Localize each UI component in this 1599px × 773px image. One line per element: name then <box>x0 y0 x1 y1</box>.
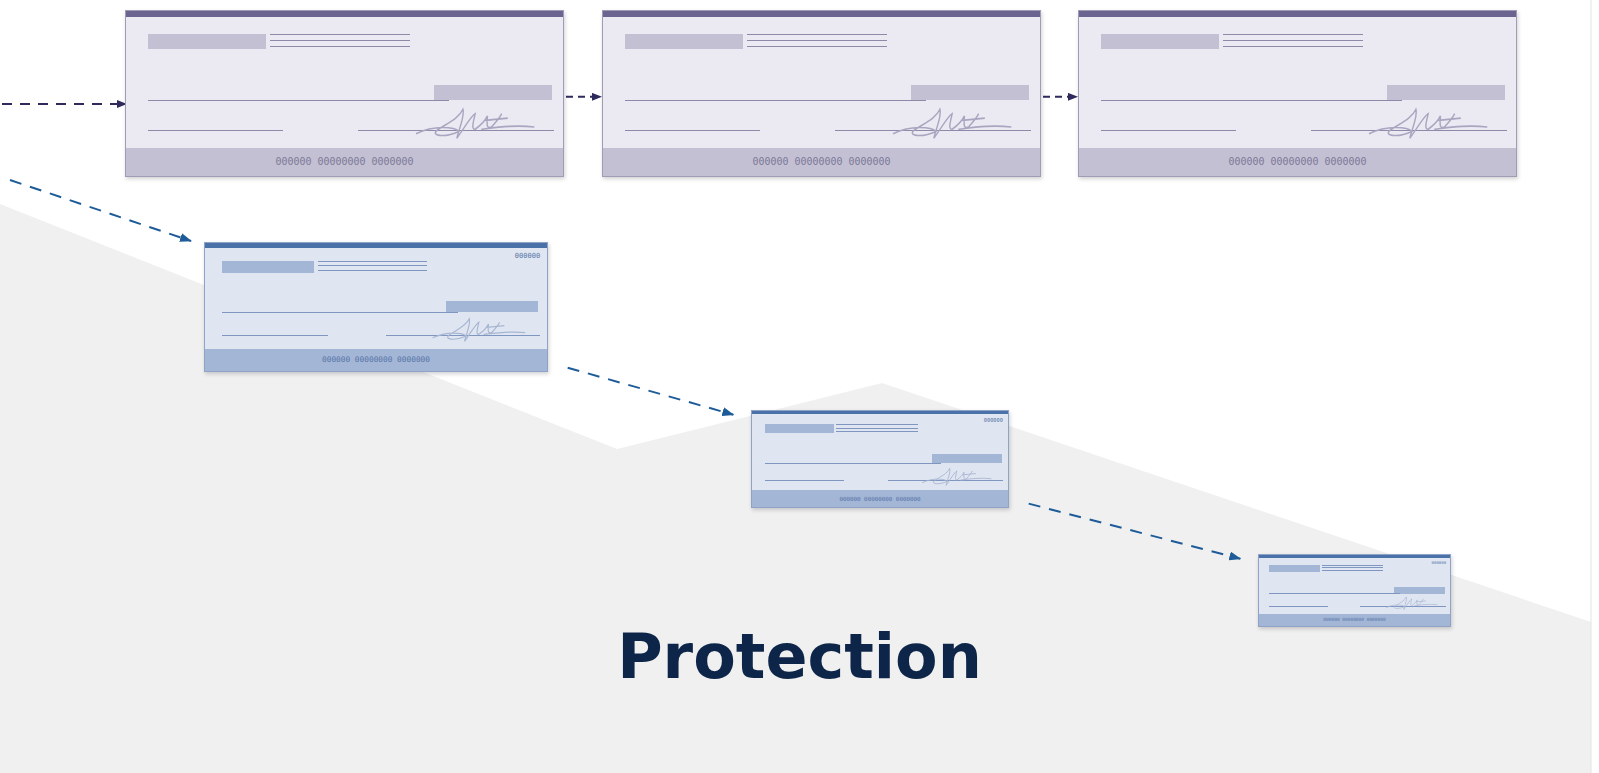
micr-number: 000000 00000000 0000000 <box>752 156 890 167</box>
address-line <box>270 46 410 47</box>
signature-line <box>888 480 1003 481</box>
payee-line <box>222 312 458 313</box>
amount-field <box>932 454 1001 463</box>
amount-field <box>1394 587 1446 594</box>
address-line <box>836 428 918 429</box>
micr-number: 000000 00000000 0000000 <box>1323 617 1385 622</box>
signature-line <box>386 335 540 336</box>
signature-scribble <box>921 467 993 487</box>
address-line <box>270 34 410 35</box>
cheque-number: 000000 <box>1432 560 1447 565</box>
signature-line <box>835 130 1032 131</box>
address-line <box>747 34 887 35</box>
date-line <box>765 480 844 481</box>
micr-band: 000000 00000000 0000000 <box>126 148 563 176</box>
amount-field <box>1387 85 1505 100</box>
cheque-number: 000000 <box>515 251 540 260</box>
cheque-card: 000000 00000000 0000000 <box>1078 10 1517 177</box>
name-field <box>1101 34 1219 49</box>
cheque-card: 000000 00000000 0000000 000000 <box>204 242 548 372</box>
address-line <box>270 40 410 41</box>
cheque-card: 000000 00000000 0000000 <box>602 10 1041 177</box>
name-field <box>222 261 314 273</box>
top-strip <box>205 243 547 248</box>
micr-number: 000000 00000000 0000000 <box>275 156 413 167</box>
diagram-title: Protection <box>0 620 1599 693</box>
date-line <box>148 130 283 131</box>
address-line <box>318 261 427 262</box>
name-field <box>1269 565 1321 572</box>
payee-line <box>1101 100 1403 101</box>
payee-line <box>1269 593 1401 594</box>
top-strip <box>603 11 1040 17</box>
date-line <box>1269 606 1328 607</box>
signature-scribble <box>1367 107 1489 140</box>
signature-line <box>1311 130 1508 131</box>
address-line <box>1322 567 1383 568</box>
address-line <box>318 270 427 271</box>
date-line <box>222 335 328 336</box>
micr-band: 000000 00000000 0000000 <box>205 349 547 371</box>
signature-scribble <box>1385 596 1438 611</box>
top-strip <box>752 411 1008 414</box>
address-line <box>747 46 887 47</box>
top-strip <box>1079 11 1516 17</box>
signature-scribble <box>431 317 527 343</box>
address-line <box>836 431 918 432</box>
micr-number: 000000 00000000 0000000 <box>1228 156 1366 167</box>
incoming-arrow <box>2 103 126 105</box>
name-field <box>148 34 266 49</box>
signature-scribble <box>891 107 1013 140</box>
cheque-card: 000000 00000000 0000000 <box>125 10 564 177</box>
micr-number: 000000 00000000 0000000 <box>839 496 920 502</box>
name-field <box>765 424 834 433</box>
amount-field <box>911 85 1029 100</box>
amount-field <box>434 85 552 100</box>
incoming-arrow <box>10 180 191 241</box>
address-line <box>1223 40 1363 41</box>
address-line <box>1322 565 1383 566</box>
name-field <box>625 34 743 49</box>
address-line <box>1322 570 1383 571</box>
cheque-number: 000000 <box>984 417 1003 423</box>
micr-band: 000000 00000000 0000000 <box>752 490 1008 507</box>
dashed-arrow <box>1043 96 1077 98</box>
date-line <box>625 130 760 131</box>
payee-line <box>765 463 942 464</box>
address-line <box>1223 46 1363 47</box>
payee-line <box>625 100 927 101</box>
micr-band: 000000 00000000 0000000 <box>1079 148 1516 176</box>
micr-number: 000000 00000000 0000000 <box>322 355 430 364</box>
top-strip <box>126 11 563 17</box>
dashed-arrow <box>568 368 734 415</box>
top-strip <box>1259 555 1450 558</box>
edge-line <box>1591 0 1592 773</box>
dashed-arrow <box>1029 504 1241 559</box>
signature-line <box>358 130 555 131</box>
date-line <box>1101 130 1236 131</box>
address-line <box>747 40 887 41</box>
cheque-card: 000000 00000000 0000000 000000 <box>751 410 1009 508</box>
address-line <box>1223 34 1363 35</box>
address-line <box>318 265 427 266</box>
payee-line <box>148 100 450 101</box>
micr-band: 000000 00000000 0000000 <box>1259 614 1450 626</box>
amount-field <box>446 301 538 313</box>
dashed-arrow <box>566 96 601 98</box>
micr-band: 000000 00000000 0000000 <box>603 148 1040 176</box>
cheque-card: 000000 00000000 0000000 000000 <box>1258 554 1451 627</box>
signature-scribble <box>414 107 536 140</box>
address-line <box>836 424 918 425</box>
